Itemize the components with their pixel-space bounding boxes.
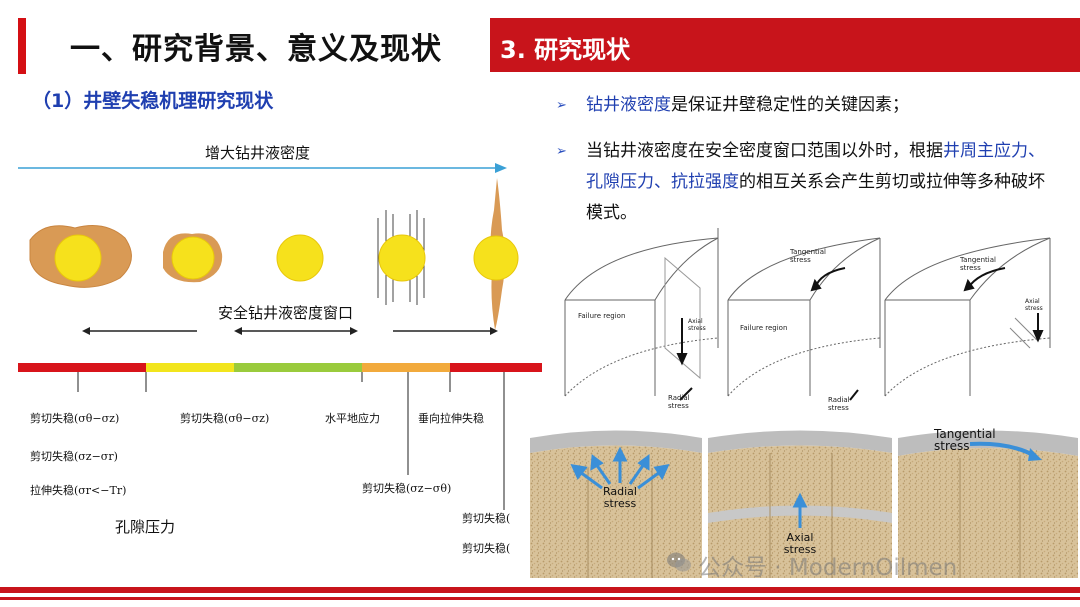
page-title: 一、研究背景、意义及现状 xyxy=(70,32,442,67)
bullet-arrow-icon: ➢ xyxy=(556,98,567,113)
wellbore-stability-diagram: 增大钻井液密度 安全钻井液密度窗口 剪切失稳(σθ−σz) 剪切失稳(σz−σr… xyxy=(0,130,545,570)
shear-failure-label: 剪切失稳(σz−σr) xyxy=(30,450,118,463)
shear-failure-label: 剪切失稳( xyxy=(462,542,511,555)
bullet-highlight: 钻井液密度 xyxy=(586,95,671,115)
radial-stress-label: Radial stress xyxy=(668,394,690,410)
increase-density-label: 增大钻井液密度 xyxy=(205,144,311,162)
shear-failure-label: 剪切失稳( xyxy=(462,512,511,525)
section-banner xyxy=(490,18,1080,72)
bullet-highlight: 井周主应力、孔隙压力、抗拉强度 xyxy=(586,141,1045,192)
tangential-stress-label: Tangential stress xyxy=(960,256,996,272)
axial-stress-label: Axial stress xyxy=(688,318,706,332)
horizontal-stress-label: 水平地应力 xyxy=(325,412,380,425)
bullet-arrow-icon: ➢ xyxy=(556,144,567,159)
photo-radial-stress-label: Radial stress xyxy=(603,485,637,510)
bullet-text: 是保证井壁稳定性的关键因素； xyxy=(671,95,909,115)
header-accent-bar xyxy=(18,18,26,74)
photo-tangential-stress-label: Tangential stress xyxy=(934,427,996,453)
subsection-title: （1）井壁失稳机理研究现状 xyxy=(32,90,274,112)
shear-failure-label: 剪切失稳(σθ−σz) xyxy=(30,412,120,425)
shear-failure-label: 剪切失稳(σθ−σz) xyxy=(180,412,270,425)
stress-block-diagrams: Failure region Failure region Axial stre… xyxy=(560,228,1075,418)
shear-failure-label: 剪切失稳(σz−σθ) xyxy=(362,482,452,495)
section-title: 3. 研究现状 xyxy=(500,36,631,64)
failure-region-label: Failure region xyxy=(740,324,788,332)
bullet-text: 当钻井液密度在安全密度窗口范围以外时，根据 xyxy=(586,141,943,161)
tension-failure-label: 拉伸失稳(σr<−Tr) xyxy=(30,484,127,497)
bullet-item: ➢ 钻井液密度是保证井壁稳定性的关键因素； xyxy=(556,90,1061,121)
rock-stress-images: Radial stress Axial stress Tangential st… xyxy=(530,428,1078,583)
vertical-tension-label: 垂向拉伸失稳 xyxy=(418,412,484,425)
watermark-text: 公众号 · ModernOilmen xyxy=(698,555,958,581)
footer-rule xyxy=(0,587,1080,593)
bullet-text: 的相互关系会产生剪切或拉伸等多种破坏模式。 xyxy=(586,172,1045,223)
axial-stress-label: Axial stress xyxy=(1025,298,1043,312)
pore-pressure-label: 孔隙压力 xyxy=(115,518,176,536)
safe-window-label: 安全钻井液密度窗口 xyxy=(218,304,354,322)
photo-axial-stress-label: Axial stress xyxy=(783,531,817,556)
wechat-icon xyxy=(667,552,691,572)
failure-region-label: Failure region xyxy=(578,312,626,320)
footer-rule xyxy=(0,597,1080,600)
bullet-item: ➢ 当钻井液密度在安全密度窗口范围以外时，根据井周主应力、孔隙压力、抗拉强度的相… xyxy=(556,136,1061,229)
radial-stress-label: Radial stress xyxy=(828,396,850,412)
tangential-stress-label: Tangential stress xyxy=(790,248,826,264)
